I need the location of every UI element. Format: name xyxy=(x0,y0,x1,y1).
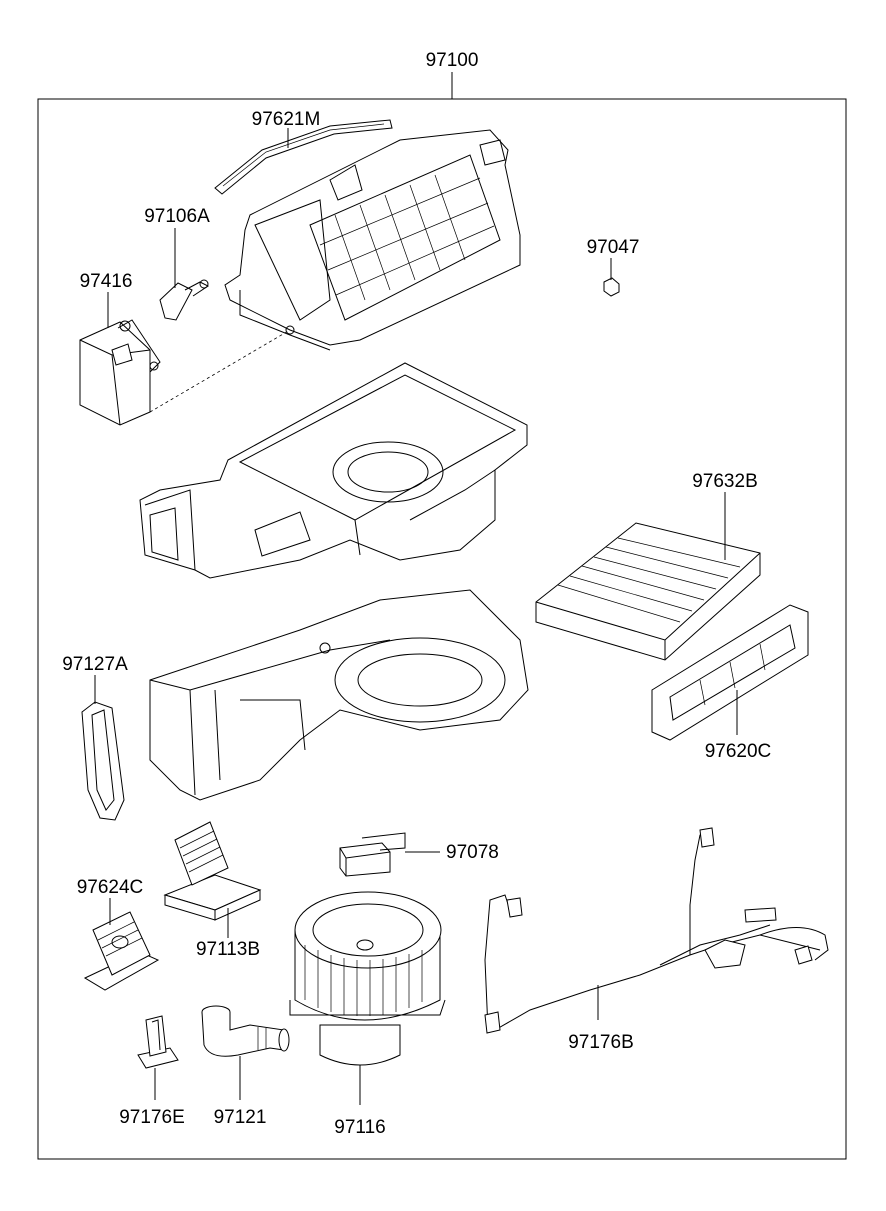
part-97121-duct xyxy=(201,1005,290,1057)
label-97078: 97078 xyxy=(446,842,499,863)
label-97621M: 97621M xyxy=(252,109,321,130)
part-97624C-heatsink xyxy=(83,911,160,991)
part-97127A-seal xyxy=(81,701,125,821)
label-97121: 97121 xyxy=(214,1107,267,1128)
part-middle-tray xyxy=(139,362,528,579)
label-97116: 97116 xyxy=(334,1117,385,1138)
part-97116-blower xyxy=(289,891,446,1066)
part-97176E-connector xyxy=(137,1015,179,1069)
label-97106A: 97106A xyxy=(144,206,210,227)
part-97416-actuator xyxy=(79,319,161,426)
label-97632B: 97632B xyxy=(692,471,758,492)
label-97113B: 97113B xyxy=(196,939,260,960)
part-97620C-cover xyxy=(651,604,809,741)
label-97416: 97416 xyxy=(80,271,133,292)
part-upper-case xyxy=(224,129,521,351)
part-97078-relay xyxy=(339,832,406,877)
assembly-label: 97100 xyxy=(426,50,479,71)
label-97620C: 97620C xyxy=(705,741,772,762)
label-97176B: 97176B xyxy=(568,1032,634,1053)
label-97624C: 97624C xyxy=(77,877,144,898)
assembly-frame xyxy=(37,98,847,1160)
label-97176E: 97176E xyxy=(119,1107,185,1128)
part-97621M-gasket xyxy=(214,119,393,195)
part-97047-nut xyxy=(603,277,620,297)
label-97127A: 97127A xyxy=(62,654,128,675)
part-97632B-filter xyxy=(535,522,761,661)
label-97047: 97047 xyxy=(587,237,640,258)
part-97106A-sensor xyxy=(159,279,209,321)
part-97176B-harness xyxy=(484,827,829,1034)
part-97113B-resistor xyxy=(163,821,262,921)
part-lower-case xyxy=(149,589,529,801)
